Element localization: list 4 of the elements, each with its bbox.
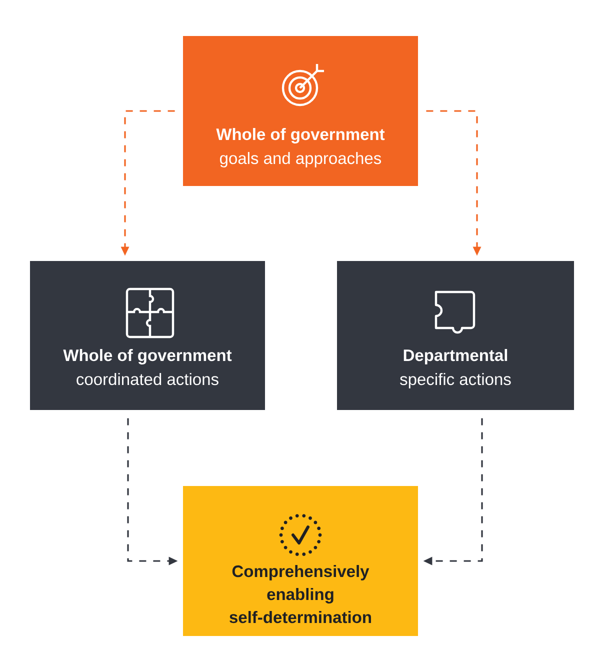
process-box: Comprehensively enabling self-determination <box>183 486 418 636</box>
process-box: Whole of government coordinated actions <box>30 261 265 410</box>
process-box: Departmental specific actions <box>337 261 574 410</box>
process-box: Whole of government goals and approaches <box>183 36 418 186</box>
